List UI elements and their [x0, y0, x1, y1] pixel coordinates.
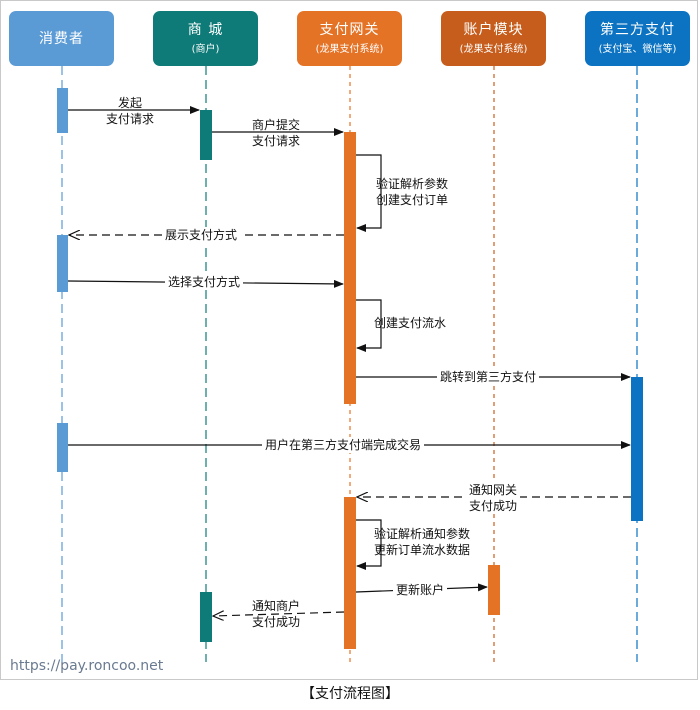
label-update-account: 更新账户 — [393, 582, 448, 598]
participant-gateway-subtitle: (龙果支付系统) — [315, 44, 384, 55]
label-select-method: 选择支付方式 — [165, 274, 244, 290]
activation-consumer-3 — [57, 423, 68, 472]
label-notify-gateway-line2: 支付成功 — [469, 499, 518, 513]
label-validate-update-line1: 验证解析通知参数 — [374, 527, 471, 541]
label-validate-line1: 验证解析参数 — [376, 177, 449, 191]
participant-thirdparty-subtitle: (支付宝、微信等) — [598, 44, 677, 55]
label-complete-trade-text: 用户在第三方支付端完成交易 — [265, 438, 422, 452]
arrow-self-create-flow — [356, 299, 382, 352]
label-notify-merchant-line1: 通知商户 — [252, 599, 301, 613]
label-notify-merchant: 通知商户 支付成功 — [252, 598, 300, 630]
participant-account: 账户模块 (龙果支付系统) — [441, 11, 546, 66]
participant-consumer-title: 消费者 — [39, 31, 84, 47]
label-create-flow-text: 创建支付流水 — [374, 316, 447, 330]
label-show-methods: 展示支付方式 — [162, 227, 241, 243]
participant-thirdparty-title: 第三方支付 — [600, 22, 675, 38]
label-select-method-text: 选择支付方式 — [168, 275, 241, 289]
participant-gateway: 支付网关 (龙果支付系统) — [297, 11, 402, 66]
participant-consumer: 消费者 — [9, 11, 114, 66]
label-redirect-thirdparty-text: 跳转到第三方支付 — [440, 370, 537, 384]
label-validate-update: 验证解析通知参数 更新订单流水数据 — [374, 526, 470, 558]
arrow-self-validate — [356, 154, 382, 232]
label-initiate-payment: 发起 支付请求 — [106, 95, 154, 127]
footer-url: https://pay.roncoo.net — [10, 658, 164, 674]
label-create-flow: 创建支付流水 — [374, 315, 446, 331]
label-update-account-text: 更新账户 — [396, 583, 445, 597]
activation-consumer-1 — [57, 88, 68, 133]
participant-account-subtitle: (龙果支付系统) — [459, 44, 528, 55]
activation-consumer-2 — [57, 235, 68, 292]
label-submit-payment-line1: 商户提交 — [252, 118, 301, 132]
label-initiate-payment-line1: 发起 — [118, 96, 143, 110]
participant-thirdparty: 第三方支付 (支付宝、微信等) — [585, 11, 690, 66]
arrow-notify-merchant — [213, 612, 345, 616]
label-validate-create-order: 验证解析参数 创建支付订单 — [376, 176, 448, 208]
activation-thirdparty — [631, 377, 643, 521]
label-validate-line2: 创建支付订单 — [376, 193, 449, 207]
diagram-caption: 【支付流程图】 — [301, 686, 399, 702]
label-redirect-thirdparty: 跳转到第三方支付 — [437, 369, 540, 385]
activation-merchant-2 — [200, 592, 212, 642]
sequence-diagram — [57, 66, 643, 662]
label-validate-update-line2: 更新订单流水数据 — [374, 543, 471, 557]
label-notify-gateway-line1: 通知网关 — [469, 483, 518, 497]
activation-gateway-1 — [344, 132, 356, 404]
participant-gateway-title: 支付网关 — [319, 22, 380, 38]
label-show-methods-text: 展示支付方式 — [165, 228, 238, 242]
participant-account-title: 账户模块 — [463, 22, 524, 38]
activation-account — [488, 565, 500, 615]
participant-merchant-title: 商 城 — [187, 22, 224, 38]
label-submit-payment-line2: 支付请求 — [252, 134, 301, 148]
label-initiate-payment-line2: 支付请求 — [106, 112, 155, 126]
participant-merchant: 商 城 (商户) — [153, 11, 258, 66]
label-submit-payment: 商户提交 支付请求 — [252, 117, 300, 149]
activation-merchant-1 — [200, 110, 212, 160]
label-notify-gateway: 通知网关 支付成功 — [466, 482, 521, 514]
arrow-self-update — [356, 519, 382, 570]
participant-merchant-subtitle: (商户) — [191, 44, 220, 55]
activation-gateway-2 — [344, 497, 356, 649]
label-notify-merchant-line2: 支付成功 — [252, 615, 301, 629]
label-complete-trade: 用户在第三方支付端完成交易 — [262, 437, 425, 453]
